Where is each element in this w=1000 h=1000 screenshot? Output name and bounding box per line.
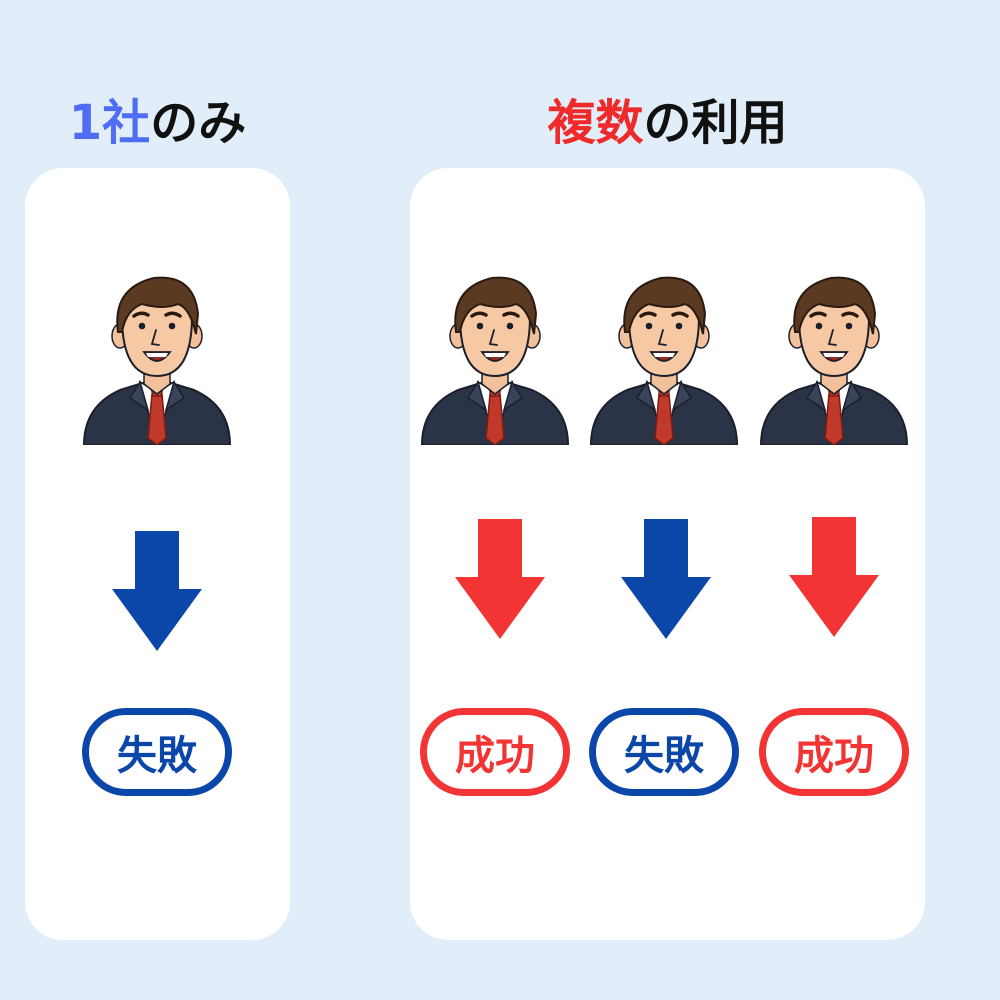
businessman-avatar-icon [420,270,570,445]
down-arrow-shape [621,519,711,639]
businessman-avatar-icon [589,270,739,445]
heading-single-company: 1社のみ [25,78,290,158]
result-badge-single: 失敗 [82,708,232,796]
result-badge-multi-1: 成功 [420,708,570,796]
down-arrow-shape [789,517,879,637]
down-arrow-shape [455,519,545,639]
down-arrow-icon [621,519,711,639]
heading-multiple-use: 複数の利用 [410,78,925,158]
down-arrow-shape [112,531,202,651]
heading-single-rest: のみ [150,95,247,151]
down-arrow-icon [789,517,879,637]
businessman-avatar-icon [82,270,232,445]
down-arrow-icon [455,519,545,639]
heading-single-accent: 1社 [68,95,151,151]
result-badge-multi-2: 失敗 [589,708,739,796]
down-arrow-icon [112,531,202,651]
heading-multiple-rest: の利用 [643,95,788,151]
businessman-avatar-icon [759,270,909,445]
result-badge-multi-3: 成功 [759,708,909,796]
heading-multiple-accent: 複数 [547,95,644,151]
